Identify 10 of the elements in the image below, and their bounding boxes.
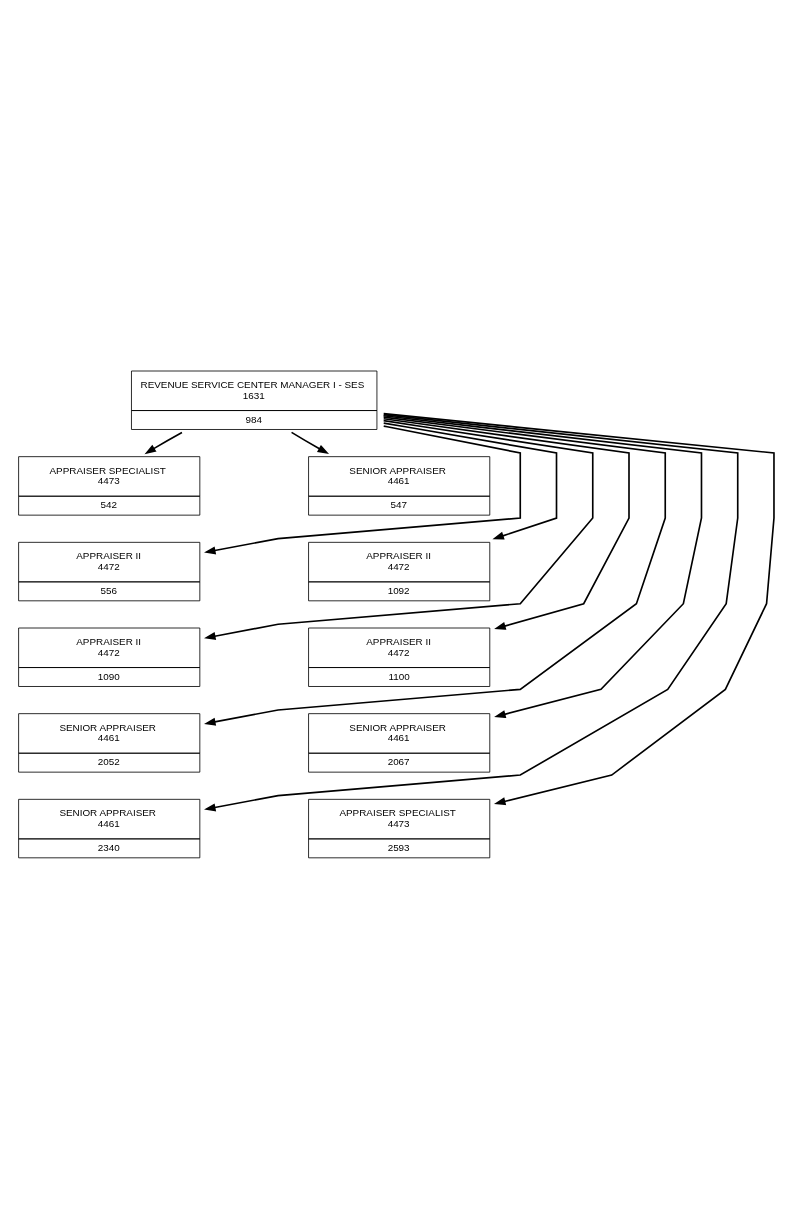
arrow: [382, 417, 630, 630]
arrow: [204, 419, 594, 641]
arrow: [204, 416, 667, 726]
arrow: [382, 414, 703, 719]
arrow: [144, 431, 183, 455]
arrow: [204, 425, 522, 555]
arrow: [382, 412, 775, 806]
arrow: [204, 413, 739, 812]
arrow: [290, 431, 330, 455]
arrow: [382, 422, 558, 540]
